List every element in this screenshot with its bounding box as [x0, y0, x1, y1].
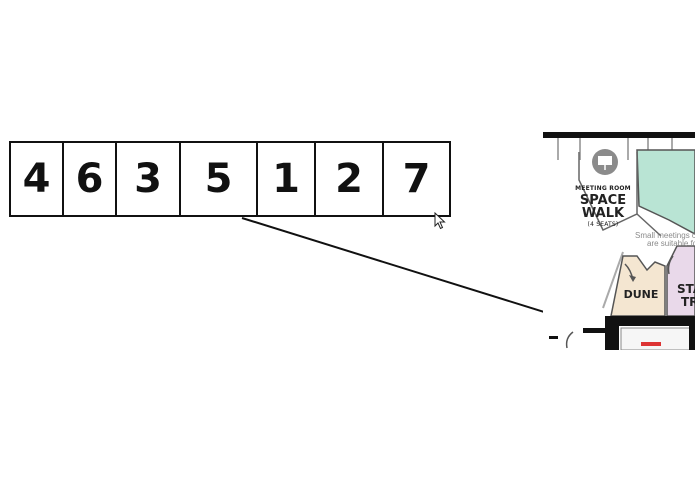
strip-cell-1: 4: [11, 143, 64, 215]
meeting-room-seats: (4 SEATS): [587, 221, 619, 228]
plan-note-line1: Small meetings or: [635, 231, 695, 240]
mouse-cursor-icon: [434, 212, 446, 230]
plan-top-wall: [543, 132, 695, 138]
strip-cell-6: 2: [316, 143, 384, 215]
plan-bottom-wall: [605, 316, 695, 326]
meeting-room-kicker: MEETING ROOM: [575, 185, 631, 192]
strip-cell-3: 3: [117, 143, 181, 215]
lounge-area: [636, 149, 695, 235]
meeting-room-name-line1: SPACE: [579, 193, 627, 208]
room-star-label-line1: STA: [677, 282, 695, 296]
strip-cell-2: 6: [64, 143, 117, 215]
number-strip: 4 6 3 5 1 2 7: [9, 141, 451, 217]
plan-note-line2: are suitable fo: [647, 239, 695, 248]
room-star-label-line2: TR: [681, 295, 695, 309]
strip-cell-7: 7: [384, 143, 451, 215]
strip-cell-5: 1: [258, 143, 316, 215]
floor-plan-drawing: [543, 132, 695, 350]
meeting-room-name-line2: WALK: [581, 206, 625, 221]
room-star-area: [666, 245, 695, 317]
meeting-room-wall: [578, 152, 638, 231]
room-dune-label: DUNE: [623, 288, 659, 301]
floor-plan-fragment: MEETING ROOM SPACE WALK (4 SEATS) Small …: [543, 132, 695, 350]
strip-cell-4: 5: [181, 143, 258, 215]
connector-line: [241, 217, 603, 331]
